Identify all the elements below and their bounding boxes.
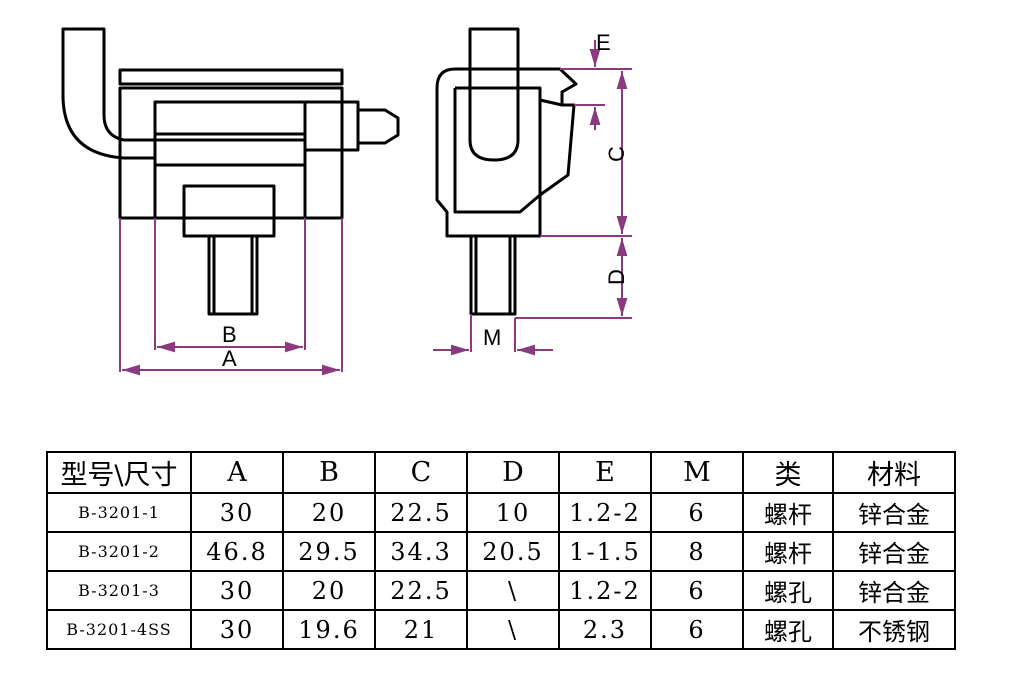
cell-m: 8 xyxy=(650,531,744,572)
cell-d: \ xyxy=(466,609,560,650)
table-row: B-3201-1 30 20 22.5 10 1.2-2 6 螺杆 锌合金 xyxy=(46,492,956,533)
header-model: 型号\尺寸 xyxy=(46,451,192,494)
cell-d: 10 xyxy=(466,492,560,533)
front-dimensions xyxy=(119,218,343,376)
technical-drawing: B A E C D M xyxy=(61,27,632,376)
cell-type: 螺杆 xyxy=(742,531,834,572)
front-plunger xyxy=(305,100,360,152)
cell-d: 20.5 xyxy=(466,531,560,572)
cell-d: \ xyxy=(466,570,560,611)
cell-a: 46.8 xyxy=(190,531,284,572)
cell-b: 19.6 xyxy=(282,609,376,650)
cell-c: 22.5 xyxy=(374,492,468,533)
cell-model: B-3201-4SS xyxy=(46,609,192,650)
side-view xyxy=(435,27,578,316)
cell-model: B-3201-3 xyxy=(46,570,192,611)
cell-c: 34.3 xyxy=(374,531,468,572)
cell-b: 29.5 xyxy=(282,531,376,572)
cell-a: 30 xyxy=(190,609,284,650)
side-dimensions xyxy=(433,40,632,356)
cell-m: 6 xyxy=(650,609,744,650)
cell-c: 21 xyxy=(374,609,468,650)
cell-material: 不锈钢 xyxy=(832,609,956,650)
dim-label-b: B xyxy=(222,322,237,347)
cell-a: 30 xyxy=(190,492,284,533)
cell-b: 20 xyxy=(282,570,376,611)
side-stud xyxy=(469,234,517,316)
front-hook xyxy=(61,27,157,160)
header-material: 材料 xyxy=(832,451,956,494)
header-e: E xyxy=(558,451,652,494)
cell-type: 螺杆 xyxy=(742,492,834,533)
front-top-plate xyxy=(118,68,344,86)
dim-label-d: D xyxy=(604,269,629,285)
front-boss xyxy=(182,184,276,238)
side-body xyxy=(435,67,578,238)
cell-model: B-3201-1 xyxy=(46,492,192,533)
header-d: D xyxy=(466,451,560,494)
front-body xyxy=(118,86,344,220)
header-b: B xyxy=(282,451,376,494)
cell-e: 1.2-2 xyxy=(558,570,652,611)
cell-material: 锌合金 xyxy=(832,531,956,572)
header-m: M xyxy=(650,451,744,494)
cell-m: 6 xyxy=(650,492,744,533)
spec-table: 型号\尺寸 A B C D E M 类 材料 B-3201-1 30 20 22… xyxy=(46,451,956,650)
table-row: B-3201-4SS 30 19.6 21 \ 2.3 6 螺孔 不锈钢 xyxy=(46,609,956,650)
header-a: A xyxy=(190,451,284,494)
side-hook-loop xyxy=(468,27,520,162)
cell-model: B-3201-2 xyxy=(46,531,192,572)
cell-material: 锌合金 xyxy=(832,492,956,533)
table-header-row: 型号\尺寸 A B C D E M 类 材料 xyxy=(46,451,956,494)
table-row: B-3201-2 46.8 29.5 34.3 20.5 1-1.5 8 螺杆 … xyxy=(46,531,956,572)
cell-type: 螺孔 xyxy=(742,570,834,611)
cell-e: 1-1.5 xyxy=(558,531,652,572)
header-type: 类 xyxy=(742,451,834,494)
table-row: B-3201-3 30 20 22.5 \ 1.2-2 6 螺孔 锌合金 xyxy=(46,570,956,611)
cell-e: 2.3 xyxy=(558,609,652,650)
cell-material: 锌合金 xyxy=(832,570,956,611)
cell-a: 30 xyxy=(190,570,284,611)
dim-label-m: M xyxy=(483,325,501,350)
front-stud xyxy=(207,234,259,316)
cell-type: 螺孔 xyxy=(742,609,834,650)
front-view xyxy=(61,27,400,316)
cell-m: 6 xyxy=(650,570,744,611)
cell-c: 22.5 xyxy=(374,570,468,611)
header-c: C xyxy=(374,451,468,494)
dim-label-e: E xyxy=(596,30,611,55)
dim-label-c: C xyxy=(604,146,629,162)
cell-e: 1.2-2 xyxy=(558,492,652,533)
dim-label-a: A xyxy=(222,346,237,371)
cell-b: 20 xyxy=(282,492,376,533)
